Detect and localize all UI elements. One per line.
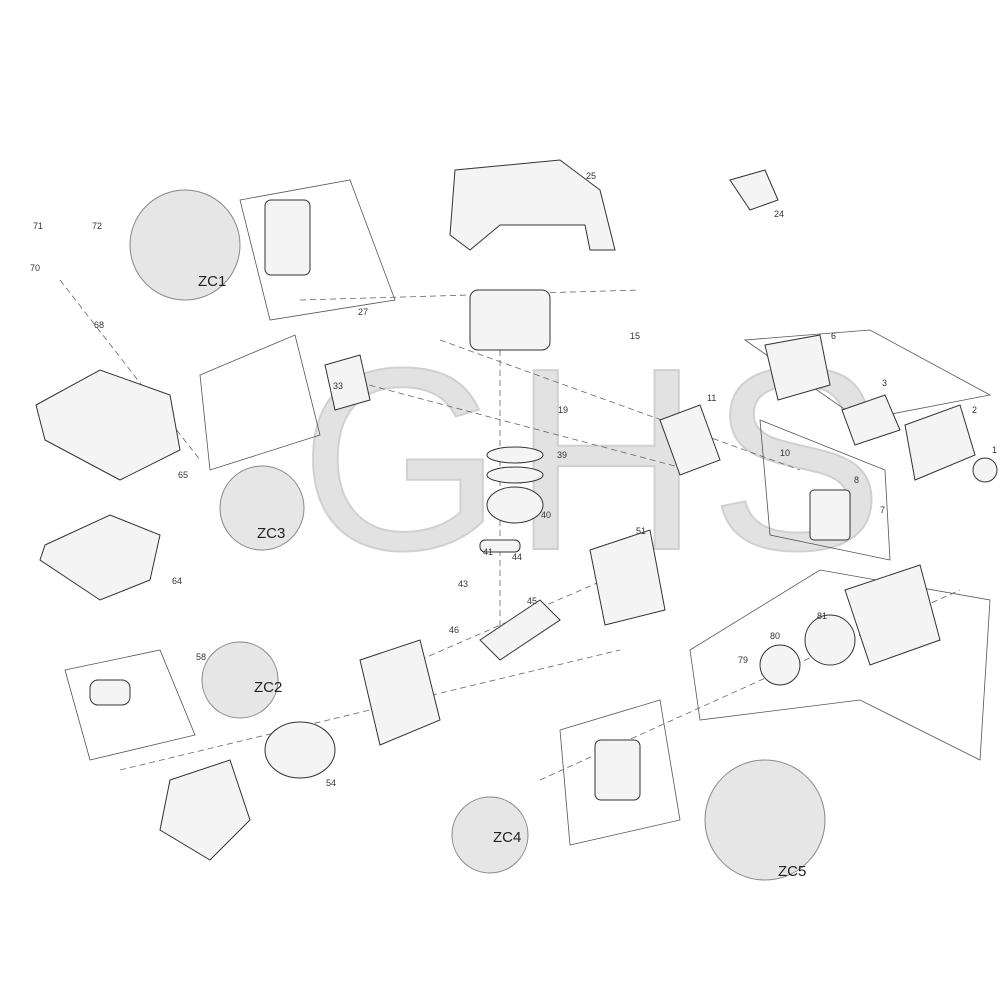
fan-housing <box>159 759 251 861</box>
part-label: 15 <box>630 331 641 341</box>
callout-zc3: ZC3 <box>257 525 286 542</box>
group-boxes <box>64 179 992 846</box>
knob <box>972 457 998 483</box>
crankcase-left <box>359 639 441 746</box>
carburetor <box>809 489 851 541</box>
part-label: 7 <box>880 505 886 515</box>
inset-zc1 <box>129 189 241 301</box>
inset-zc4 <box>451 796 529 874</box>
part-label: 8 <box>854 475 860 485</box>
part-label: 41 <box>483 547 494 557</box>
parts <box>35 159 998 861</box>
part-label: 19 <box>558 405 569 415</box>
callout-zc5: ZC5 <box>778 863 807 880</box>
part-label: 64 <box>172 576 183 586</box>
crankshaft <box>479 599 561 661</box>
part-label: 10 <box>780 448 791 458</box>
part-label: 11 <box>707 393 717 403</box>
part-24 <box>729 169 779 211</box>
crankcase-half <box>589 529 666 626</box>
part-label: 43 <box>458 579 469 589</box>
callout-zc4: ZC4 <box>493 829 522 846</box>
part-label: 3 <box>882 378 888 388</box>
recoil-spring <box>804 614 856 666</box>
part-label: 58 <box>196 652 207 662</box>
part-label: 33 <box>333 381 344 391</box>
air-filter-base <box>764 334 831 401</box>
part-label: 25 <box>586 171 597 181</box>
part-label: 2 <box>972 405 978 415</box>
part-label: 65 <box>178 470 189 480</box>
ring-1 <box>486 446 544 464</box>
part-label: 45 <box>527 596 538 606</box>
ignition-coil <box>324 354 371 411</box>
clutch-shoe <box>89 679 131 706</box>
insulator <box>659 404 721 476</box>
part-label: 6 <box>831 331 837 341</box>
part-label: 81 <box>817 611 828 621</box>
engine-cover <box>449 159 616 251</box>
part-label: 79 <box>738 655 749 665</box>
part-label: 24 <box>774 209 785 219</box>
part-label: 39 <box>557 450 568 460</box>
part-label: 70 <box>30 263 41 273</box>
part-label: 71 <box>33 221 44 231</box>
part-label: 27 <box>358 307 369 317</box>
inset-zc2 <box>201 641 279 719</box>
piston-pin <box>479 539 521 553</box>
cylinder <box>469 289 551 351</box>
fuel-tank <box>35 369 181 481</box>
filter-element <box>841 394 901 446</box>
part-label: 46 <box>449 625 460 635</box>
callout-zc2: ZC2 <box>254 679 283 696</box>
muffler <box>264 199 311 276</box>
inset-circles <box>129 189 826 881</box>
starter-case <box>844 564 941 666</box>
part-label: 68 <box>94 320 105 330</box>
ring-2 <box>486 466 544 484</box>
part-label: 51 <box>636 526 647 536</box>
part-label: 72 <box>92 221 103 231</box>
part-label: 1 <box>992 445 998 455</box>
pulley <box>759 644 801 686</box>
part-label: 54 <box>326 778 337 788</box>
callout-zc1: ZC1 <box>198 273 227 290</box>
part-label: 80 <box>770 631 781 641</box>
inset-zc3 <box>219 465 305 551</box>
inset-zc5 <box>704 759 826 881</box>
filter-cover <box>904 404 976 481</box>
flywheel <box>264 721 336 779</box>
tank-guard <box>39 514 161 601</box>
part-label: 44 <box>512 552 523 562</box>
ignition-module <box>594 739 641 801</box>
part-label: 40 <box>541 510 552 520</box>
piston <box>486 486 544 524</box>
